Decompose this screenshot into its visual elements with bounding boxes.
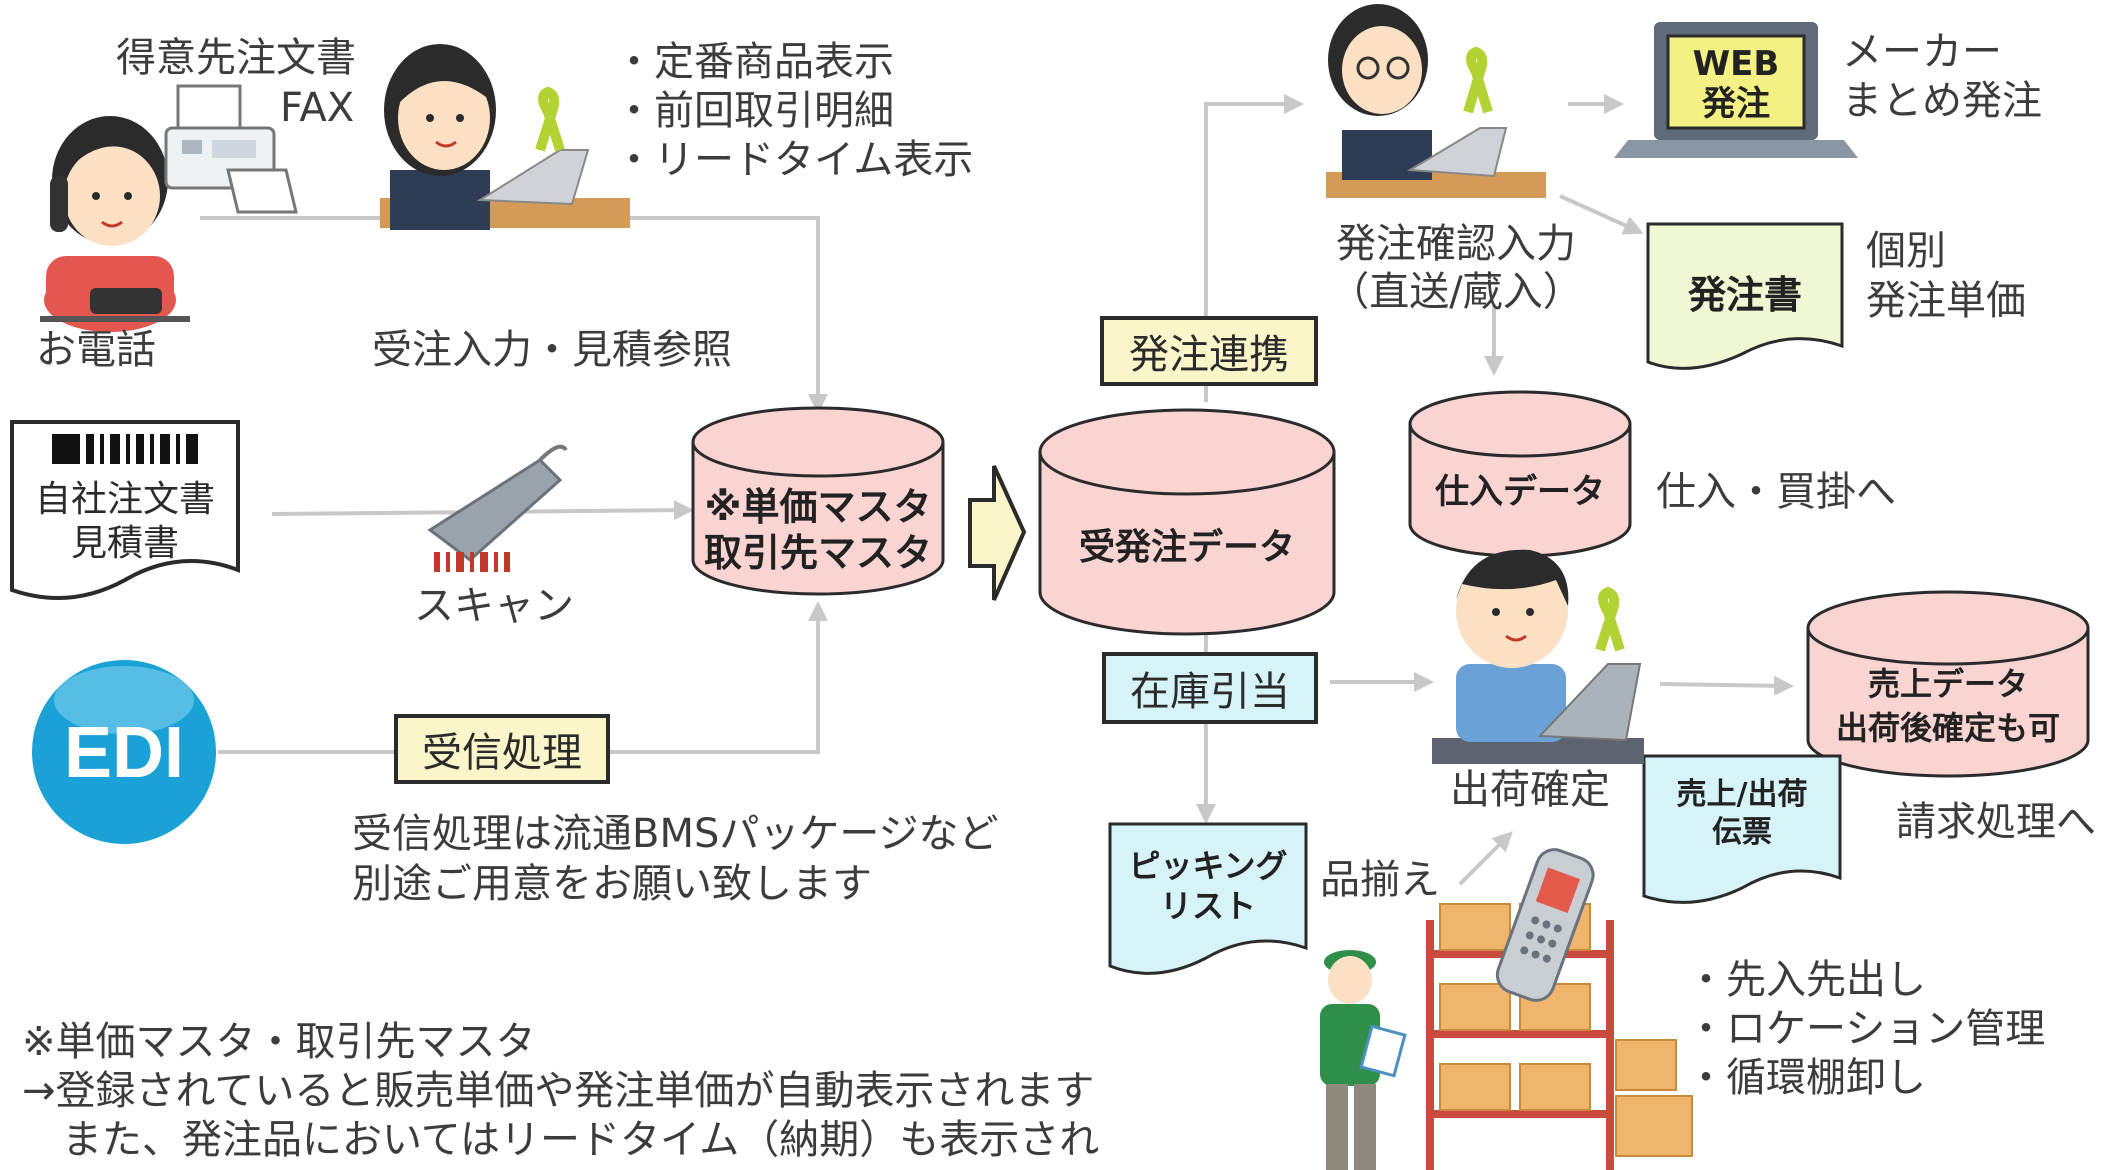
po-note-label: 個別 発注単価 [1866,226,2026,326]
order-doc-shape [10,420,240,600]
order-entry-label: 受注入力・見積参照 [372,327,732,373]
purchase-confirm-line1: 発注確認入力 [1336,221,1576,267]
fax-label-line1: 得意先注文書 [116,35,356,81]
sales-db-line2: 出荷後確定も可 [1835,709,2060,747]
clerk-feature-list: ・定番商品表示 ・前回取引明細 ・リードタイム表示 [614,38,973,185]
order-doc-line2: 見積書 [70,523,179,564]
slip-doc-shape [1642,754,1842,904]
po-note-line2: 発注単価 [1866,278,2026,324]
receive-note-line1: 受信処理は流通BMSパッケージなど [352,811,999,857]
picking-doc-shape [1108,822,1308,975]
order-doc-text: 自社注文書 見積書 [14,478,236,566]
woman-at-laptop-icon-purchasing [1326,4,1546,198]
sales-slip-label: 売上/出荷 伝票 [1644,776,1840,852]
green-ribbon-icon-2 [1463,46,1493,114]
connector-ship-to-sales [1659,675,1794,696]
warehouse-worker-icon [1320,950,1407,1170]
connector-phone-to-master [200,216,828,414]
footnote-line1: ※単価マスタ・取引先マスタ [22,1019,536,1065]
web-order-screen-text: WEB 発注 [1668,44,1804,124]
ship-confirm-label: 出荷確定 [1450,767,1610,813]
maker-bulk-order-label: メーカー まとめ発注 [1842,28,2042,126]
receive-processing-tag-label: 受信処理 [422,730,582,776]
purchase-link-tag-label: 発注連携 [1129,332,1289,378]
slip-line2: 伝票 [1712,815,1772,850]
green-ribbon-icon [535,86,565,152]
stock-allocation-tag-label: 在庫引当 [1130,669,1290,715]
purchase-db-cylinder [1408,390,1632,558]
green-ribbon-icon-3 [1595,586,1625,652]
order-db-cylinder [1038,408,1336,636]
warehouse-feature-item: ・循環棚卸し [1686,1055,1926,1101]
po-note-line1: 個別 [1866,228,1946,274]
purchase-link-tag: 発注連携 [1100,316,1318,386]
web-order-line2: 発注 [1702,84,1770,124]
shelf-rack-icon [1426,903,1693,1170]
woman-at-laptop-icon [380,44,630,230]
purchase-note-label: 仕入・買掛へ [1656,469,1896,515]
connector-confirm-to-po [1559,194,1644,235]
master-db-cylinder [691,406,945,596]
sales-db-cylinder [1806,590,2090,778]
maker-line1: メーカー [1842,29,2002,75]
footnote-line2: →登録されていると販売単価や発注単価が自動表示されます [22,1068,1095,1114]
sorting-label: 品揃え [1320,857,1440,903]
flow-block-arrow [968,465,1027,601]
picking-line2: リスト [1159,887,1256,925]
purchase-confirm-label: 発注確認入力 （直送/蔵入） [1316,220,1596,316]
clerk-feature-item: ・前回取引明細 [614,88,894,134]
footnote: ※単価マスタ・取引先マスタ →登録されていると販売単価や発注単価が自動表示されま… [22,1018,1099,1165]
warehouse-feature-list: ・先入先出し ・ロケーション管理 ・循環棚卸し [1686,956,2045,1103]
po-doc-label: 発注書 [1687,273,1802,317]
slip-line1: 売上/出荷 [1676,777,1808,812]
sales-db-line1: 売上データ [1867,665,2028,703]
picking-line1: ピッキング [1128,847,1288,885]
fax-label-line2: FAX [280,85,355,131]
picking-list-label: ピッキング リスト [1110,846,1306,926]
master-db-line1: ※単価マスタ [704,485,932,529]
order-doc-line1: 自社注文書 [34,479,215,520]
barcode-graphic [52,434,198,464]
warehouse-feature-item: ・ロケーション管理 [1686,1006,2046,1052]
purchase-confirm-line2: （直送/蔵入） [1329,269,1583,315]
maker-line2: まとめ発注 [1842,78,2042,124]
edi-logo-icon [32,660,216,844]
purchase-db-label: 仕入データ [1435,472,1605,512]
man-at-laptop-icon [1432,549,1644,764]
master-db-label: ※単価マスタ 取引先マスタ [693,484,943,576]
clerk-feature-item: ・定番商品表示 [614,39,894,85]
web-order-line1: WEB [1692,44,1780,84]
handheld-terminal-icon [1495,848,1595,1002]
master-db-line2: 取引先マスタ [703,531,932,575]
billing-label: 請求処理へ [1896,799,2096,845]
sales-db-label: 売上データ 出荷後確定も可 [1808,662,2088,750]
edi-logo-text: EDI [63,713,185,793]
fax-machine-icon [164,84,298,214]
stock-allocation-tag: 在庫引当 [1102,652,1318,724]
barcode-scanner-icon [427,444,568,572]
connector-order-to-purchase [1204,94,1304,402]
connector-sort-to-ship [1458,831,1513,886]
laptop-icon [1614,22,1858,158]
scan-label: スキャン [414,583,574,629]
receive-note-line2: 別途ご用意をお願い致します [352,861,872,907]
warehouse-feature-item: ・先入先出し [1686,957,1926,1003]
footnote-line3: また、発注品においてはリードタイム（納期）も表示され [22,1117,1100,1163]
woman-on-phone-icon [40,116,190,332]
po-doc-shape [1646,222,1844,370]
phone-label: お電話 [36,327,156,373]
order-db-label: 受発注データ [1078,527,1295,568]
clerk-feature-item: ・リードタイム表示 [614,137,974,183]
receive-processing-tag: 受信処理 [394,714,610,784]
